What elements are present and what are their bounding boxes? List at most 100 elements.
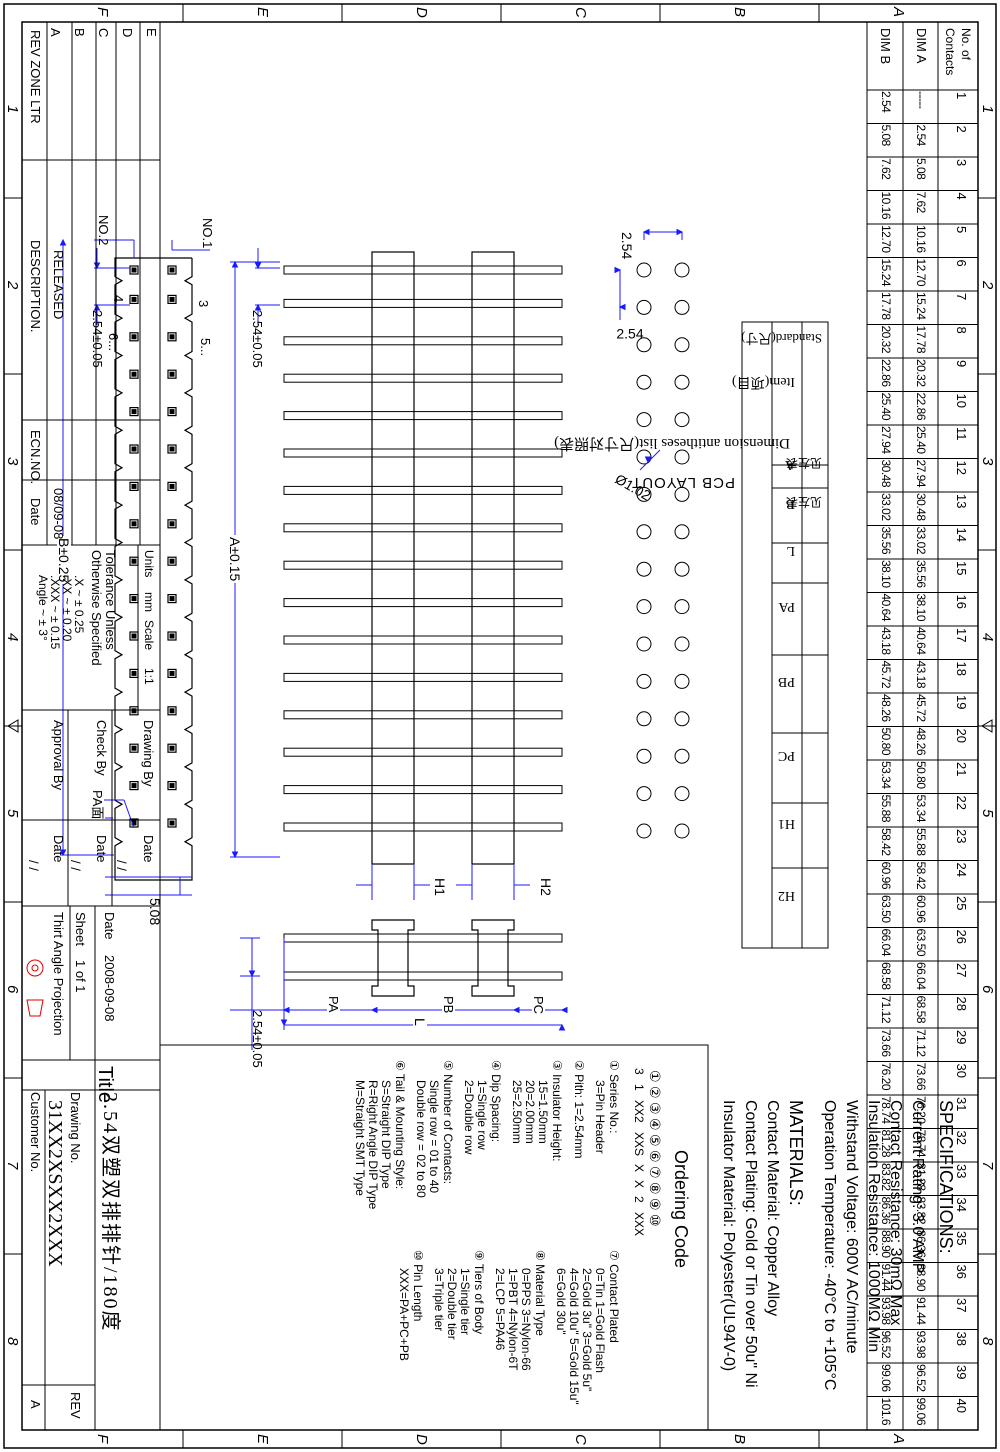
arrow-head bbox=[560, 1006, 568, 1014]
pin-square-outer bbox=[167, 481, 177, 491]
pcb-hole bbox=[674, 337, 690, 353]
side-pin bbox=[283, 747, 563, 757]
ordering-circle-3: ③ bbox=[647, 1102, 663, 1115]
pin-square-inner bbox=[169, 334, 175, 340]
contacts-row-dim-b: 12.70 bbox=[879, 225, 893, 253]
contacts-row-dim-a: 63.50 bbox=[914, 928, 928, 957]
contacts-row-dim-b: 45.72 bbox=[879, 660, 893, 689]
contacts-row-no: 31 bbox=[954, 1097, 969, 1112]
contacts-row-dim-a: 48.26 bbox=[914, 727, 928, 756]
contacts-row-no: 1 bbox=[954, 92, 969, 100]
contacts-row-dim-b: 48.26 bbox=[879, 694, 893, 722]
side-pin bbox=[283, 598, 563, 608]
pcb-hole bbox=[674, 711, 690, 727]
contacts-row-dim-b: 68.58 bbox=[879, 962, 893, 990]
b-dim-arrow bbox=[59, 238, 67, 246]
contacts-row-no: 18 bbox=[954, 661, 969, 676]
tb-date-label: Date bbox=[102, 912, 117, 940]
pin-square-inner bbox=[131, 596, 137, 602]
side-pin bbox=[283, 672, 563, 682]
pc-label: PC bbox=[531, 996, 546, 1015]
contacts-row-dim-b: 99.06 bbox=[879, 1364, 893, 1392]
contacts-row-dim-a: 33.02 bbox=[914, 526, 928, 555]
rev-col-ecn: ECN.NO. bbox=[28, 430, 43, 485]
side-pin bbox=[283, 523, 563, 533]
zone-letter-left: B bbox=[731, 7, 749, 18]
contacts-row-dim-b: 10.16 bbox=[879, 191, 893, 220]
ordering-c1-line-4-0: Single row = 01 to 40 bbox=[427, 1080, 441, 1194]
ordering-c2-line-2-2: 3=Triple tier bbox=[432, 1268, 446, 1332]
drawing-date-value: / / bbox=[114, 860, 129, 871]
ordering-title: Ordering Code bbox=[671, 1150, 691, 1269]
pin-square-inner bbox=[169, 521, 175, 527]
tol-title1: Tolerance Unless bbox=[103, 550, 118, 650]
pin-square-inner bbox=[169, 633, 175, 639]
pcb-hole bbox=[674, 412, 690, 428]
contacts-row-dim-a: 93.98 bbox=[914, 1330, 928, 1359]
side-pin bbox=[283, 560, 563, 570]
tb-title: 2.54双塑双排排针/180度 bbox=[99, 1092, 121, 1333]
contacts-row-dim-b: 73.66 bbox=[879, 1029, 893, 1057]
zone-letter-right: E bbox=[254, 1434, 272, 1445]
contacts-row-no: 29 bbox=[954, 1030, 969, 1045]
pcb-hole bbox=[636, 823, 652, 839]
contacts-row-no: 12 bbox=[954, 460, 969, 475]
ordering-circle-10: ⑩ bbox=[647, 1214, 663, 1227]
ordering-c1-line-5-1: R=Right Angle DIP Type bbox=[366, 1080, 380, 1210]
ordering-c1-head-0: ① Series No.: bbox=[607, 1060, 621, 1134]
top-pitch-label: 2.54±0.05 bbox=[90, 310, 105, 368]
side-pin bbox=[283, 822, 563, 832]
ordering-example-6: S bbox=[632, 1148, 646, 1157]
ordering-frame bbox=[159, 1044, 709, 1431]
contacts-row-dim-a: 45.72 bbox=[914, 694, 928, 722]
pcb-pitch-x-label: 2.54 bbox=[619, 232, 635, 260]
dim-header-7: H1 bbox=[777, 815, 795, 831]
contacts-row-no: 38 bbox=[954, 1331, 969, 1346]
hole-leader bbox=[639, 449, 661, 471]
contacts-row-no: 32 bbox=[954, 1130, 969, 1145]
arrow-head bbox=[254, 303, 262, 311]
pin-square-inner bbox=[169, 558, 175, 564]
pin-square-outer bbox=[129, 444, 139, 454]
pin-square-inner bbox=[131, 483, 137, 489]
zone-number-bottom: 7 bbox=[4, 1161, 21, 1170]
contacts-row-dim-a: 40.64 bbox=[914, 627, 928, 655]
arrow-head bbox=[618, 303, 626, 311]
a-dim-label: A±0.15 bbox=[227, 535, 243, 584]
ordering-c2-head-1: ⑧ Material Type bbox=[533, 1250, 547, 1336]
tb-rev: A bbox=[28, 1400, 43, 1409]
ordering-c2-line-1-1: 1=PBT 4=Nylon-6T bbox=[506, 1268, 520, 1371]
side-pin bbox=[283, 373, 563, 383]
zone-letter-right: D bbox=[413, 1434, 431, 1445]
contacts-row-no: 28 bbox=[954, 996, 969, 1011]
zone-number-top: 8 bbox=[979, 1337, 996, 1346]
pin-square-inner bbox=[131, 371, 137, 377]
contacts-row-dim-a: 10.16 bbox=[914, 225, 928, 253]
tb-projection: Thirt Angle Projection bbox=[51, 912, 66, 1036]
ordering-c1-head-2: ③ Insulator Height: bbox=[550, 1060, 564, 1162]
arrow-head bbox=[558, 1023, 566, 1031]
contacts-row-dim-a: 55.88 bbox=[914, 828, 928, 856]
projection-cone-icon bbox=[26, 999, 44, 1017]
scale-label: Scale bbox=[142, 620, 156, 651]
approval-by-label: Approval By bbox=[51, 720, 66, 791]
contacts-row-dim-b: 101.6 bbox=[879, 1397, 893, 1426]
spec-title: SPECIFICATIONS: bbox=[936, 1100, 956, 1254]
arrow-head bbox=[676, 228, 684, 236]
pcb-hole bbox=[674, 673, 690, 689]
ordering-c1-line-5-2: M=Straight SMT Type bbox=[353, 1080, 367, 1196]
pin-square-outer bbox=[129, 519, 139, 529]
contacts-row-dim-b: 43.18 bbox=[879, 627, 893, 655]
pin-square-outer bbox=[167, 706, 177, 716]
rev-row-D: D bbox=[120, 28, 135, 38]
pin-square-inner bbox=[131, 409, 137, 415]
pcb-hole bbox=[674, 748, 690, 764]
pcb-hole bbox=[674, 374, 690, 390]
pcb-hole bbox=[636, 412, 652, 428]
dim-header-4: PA bbox=[778, 599, 795, 614]
pin-square-outer bbox=[129, 294, 139, 304]
check-date-value: / / bbox=[68, 860, 83, 871]
pa-label: PA bbox=[326, 996, 341, 1013]
materials-title: MATERIALS: bbox=[786, 1100, 806, 1206]
